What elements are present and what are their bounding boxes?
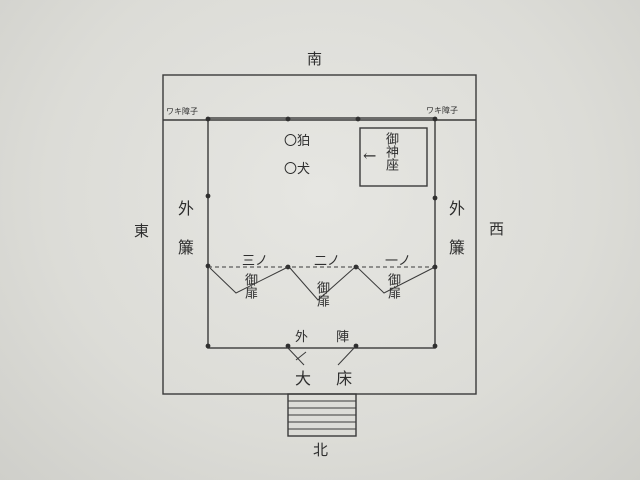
post <box>205 263 211 269</box>
post <box>285 116 291 122</box>
side-label-right: 外 簾 <box>446 200 465 257</box>
entrance-door-right <box>337 346 356 366</box>
entrance-door-left <box>286 346 305 366</box>
inu-label: 〇犬 <box>284 162 311 177</box>
goza-label: 御神座 <box>383 132 398 171</box>
side-label-left: 外 簾 <box>175 200 194 257</box>
outer-sanctuary-label: 外 陣 <box>295 330 362 345</box>
inner-room <box>207 117 436 349</box>
corner-label-right: ワキ障子 <box>426 106 458 115</box>
corner-label-left: ワキ障子 <box>166 107 198 116</box>
post <box>432 343 438 349</box>
door-3-name: 御扉 <box>242 273 257 299</box>
direction-east: 東 <box>134 222 150 240</box>
door-1-name: 御扉 <box>385 273 400 299</box>
post <box>205 193 211 199</box>
door-swing-2 <box>289 267 355 301</box>
post <box>205 343 211 349</box>
door-2-name: 御扉 <box>314 281 329 307</box>
door-1-number: 一ノ <box>385 254 412 269</box>
post <box>355 116 361 122</box>
door-2-number: 二ノ <box>314 254 341 269</box>
arrow-icon: ← <box>363 146 377 165</box>
haku-label: 〇狛 <box>284 134 311 149</box>
post <box>205 116 211 122</box>
post <box>432 195 438 201</box>
goza-box <box>359 127 428 187</box>
direction-west: 西 <box>489 220 505 238</box>
door-swing-3 <box>209 267 287 294</box>
direction-north: 北 <box>313 441 329 459</box>
door-swing-1 <box>357 267 434 294</box>
door-3-number: 三ノ <box>242 254 269 269</box>
direction-south: 南 <box>307 50 323 68</box>
daisho-label: 大 床 <box>295 369 363 388</box>
post <box>432 116 438 122</box>
entrance-tick-left <box>295 351 307 361</box>
